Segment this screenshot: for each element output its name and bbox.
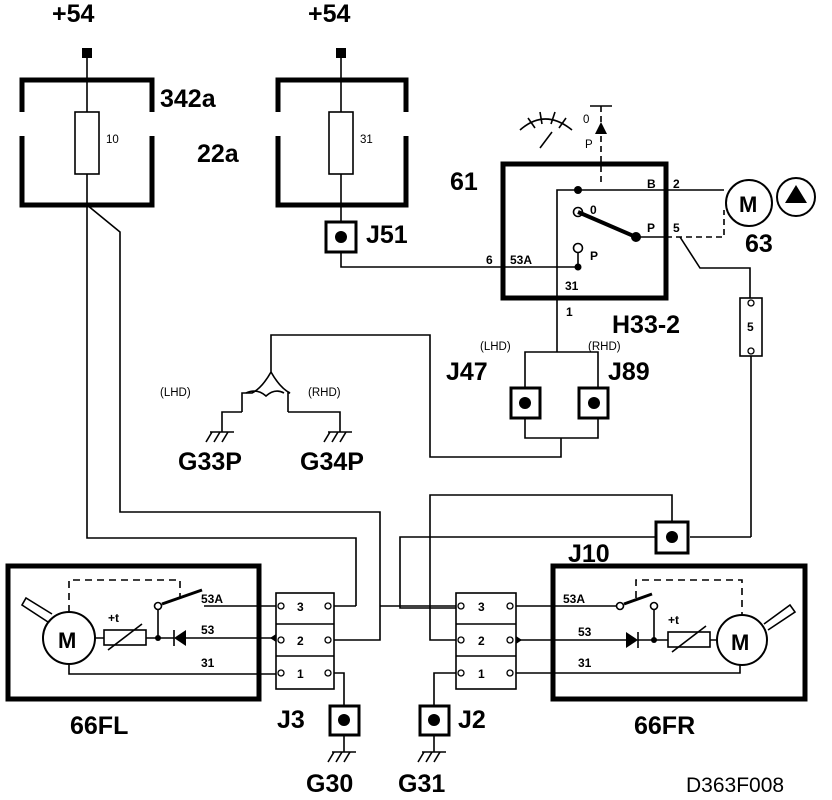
- fuse-value-right: 31: [360, 134, 373, 146]
- wiper-label-66fr: 66FR: [634, 712, 695, 740]
- ground-icon-g30: [327, 751, 356, 763]
- switch-pos-0: 0: [590, 203, 597, 217]
- j89-rhd-label: (RHD): [588, 341, 621, 353]
- thermal-label-left: +t: [108, 611, 119, 625]
- switch-pos-p: P: [647, 221, 655, 235]
- terminal-block-j2: [455, 592, 517, 690]
- fuse-box-label-342a: 342a: [160, 85, 217, 113]
- fuse-value-left: 10: [106, 134, 119, 146]
- diagram-id: D363F008: [686, 774, 784, 797]
- right-pin-53: 53: [578, 625, 592, 639]
- j2-pin-3: 3: [478, 600, 485, 614]
- supply-terminal-left: [82, 48, 92, 58]
- supply-label-left: +54: [52, 0, 95, 28]
- connector-label-j89: J89: [608, 358, 650, 386]
- j3-pin-3: 3: [297, 600, 304, 614]
- ground-rhd-label: (RHD): [308, 387, 341, 399]
- right-pin-53a: 53A: [563, 592, 585, 606]
- ground-label-g31: G31: [398, 770, 445, 798]
- wiper-motor-66fr: [550, 563, 808, 702]
- pump-motor-63: [725, 179, 773, 227]
- connector-label-h33-2: H33-2: [612, 311, 680, 339]
- j3-pin-2: 2: [297, 634, 304, 648]
- pump-motor-label: M: [739, 192, 757, 217]
- wiper-motor-66fl: [5, 563, 262, 702]
- supply-terminal-right: [336, 48, 346, 58]
- switch-pin-1: 1: [566, 305, 573, 319]
- motor-label-left: M: [58, 628, 76, 653]
- wiper-switch-61: [500, 161, 669, 301]
- right-pin-31: 31: [578, 656, 592, 670]
- motor-icon-right: [716, 614, 768, 666]
- connector-label-j10: J10: [568, 540, 610, 568]
- fuse-box-342a: 10: [19, 77, 155, 208]
- ground-label-g33p: G33P: [178, 448, 242, 476]
- ground-icon-g34p: [323, 431, 352, 443]
- switch-top-pos-0: 0: [583, 114, 589, 126]
- connector-label-j47: J47: [446, 358, 488, 386]
- wiper-label-66fl: 66FL: [70, 712, 128, 740]
- left-pin-53: 53: [201, 623, 215, 637]
- thermal-label-right: +t: [668, 613, 679, 627]
- switch-pin-53a: 53A: [510, 253, 532, 267]
- motor-label-right: M: [731, 630, 749, 655]
- switch-pos-b: B: [647, 177, 656, 191]
- ground-icon-g33p: [205, 431, 234, 443]
- connector-label-j3: J3: [277, 706, 305, 734]
- j2-pin-2: 2: [478, 634, 485, 648]
- ground-icon-g31: [417, 751, 446, 763]
- fuse-box-label-22a: 22a: [197, 140, 240, 168]
- j47-lhd-label: (LHD): [480, 341, 511, 353]
- ground-lhd-label: (LHD): [160, 387, 191, 399]
- fuse-box-22a: 31: [275, 77, 409, 208]
- ground-label-g34p: G34P: [300, 448, 364, 476]
- switch-label-61: 61: [450, 168, 478, 196]
- switch-pin-31: 31: [565, 279, 579, 293]
- supply-label-right: +54: [308, 0, 351, 28]
- switch-pin-6: 6: [486, 253, 493, 267]
- connector-label-j2: J2: [458, 706, 486, 734]
- left-pin-31: 31: [201, 656, 215, 670]
- switch-pin-2: 2: [673, 177, 680, 191]
- wiper-symbol-icon: [519, 111, 573, 149]
- j3-pin-1: 1: [297, 667, 304, 681]
- switch-pin-5: 5: [673, 221, 680, 235]
- ground-label-g30: G30: [306, 770, 353, 798]
- switch-top-pos-p: P: [585, 139, 593, 151]
- j2-pin-1: 1: [478, 667, 485, 681]
- terminal-block-j3: [275, 592, 335, 690]
- left-pin-53a: 53A: [201, 592, 223, 606]
- h33-pin-5: 5: [747, 320, 754, 334]
- switch-pos-p-lower: P: [590, 249, 598, 263]
- connector-label-j51: J51: [366, 221, 408, 249]
- pump-label-63: 63: [745, 230, 773, 258]
